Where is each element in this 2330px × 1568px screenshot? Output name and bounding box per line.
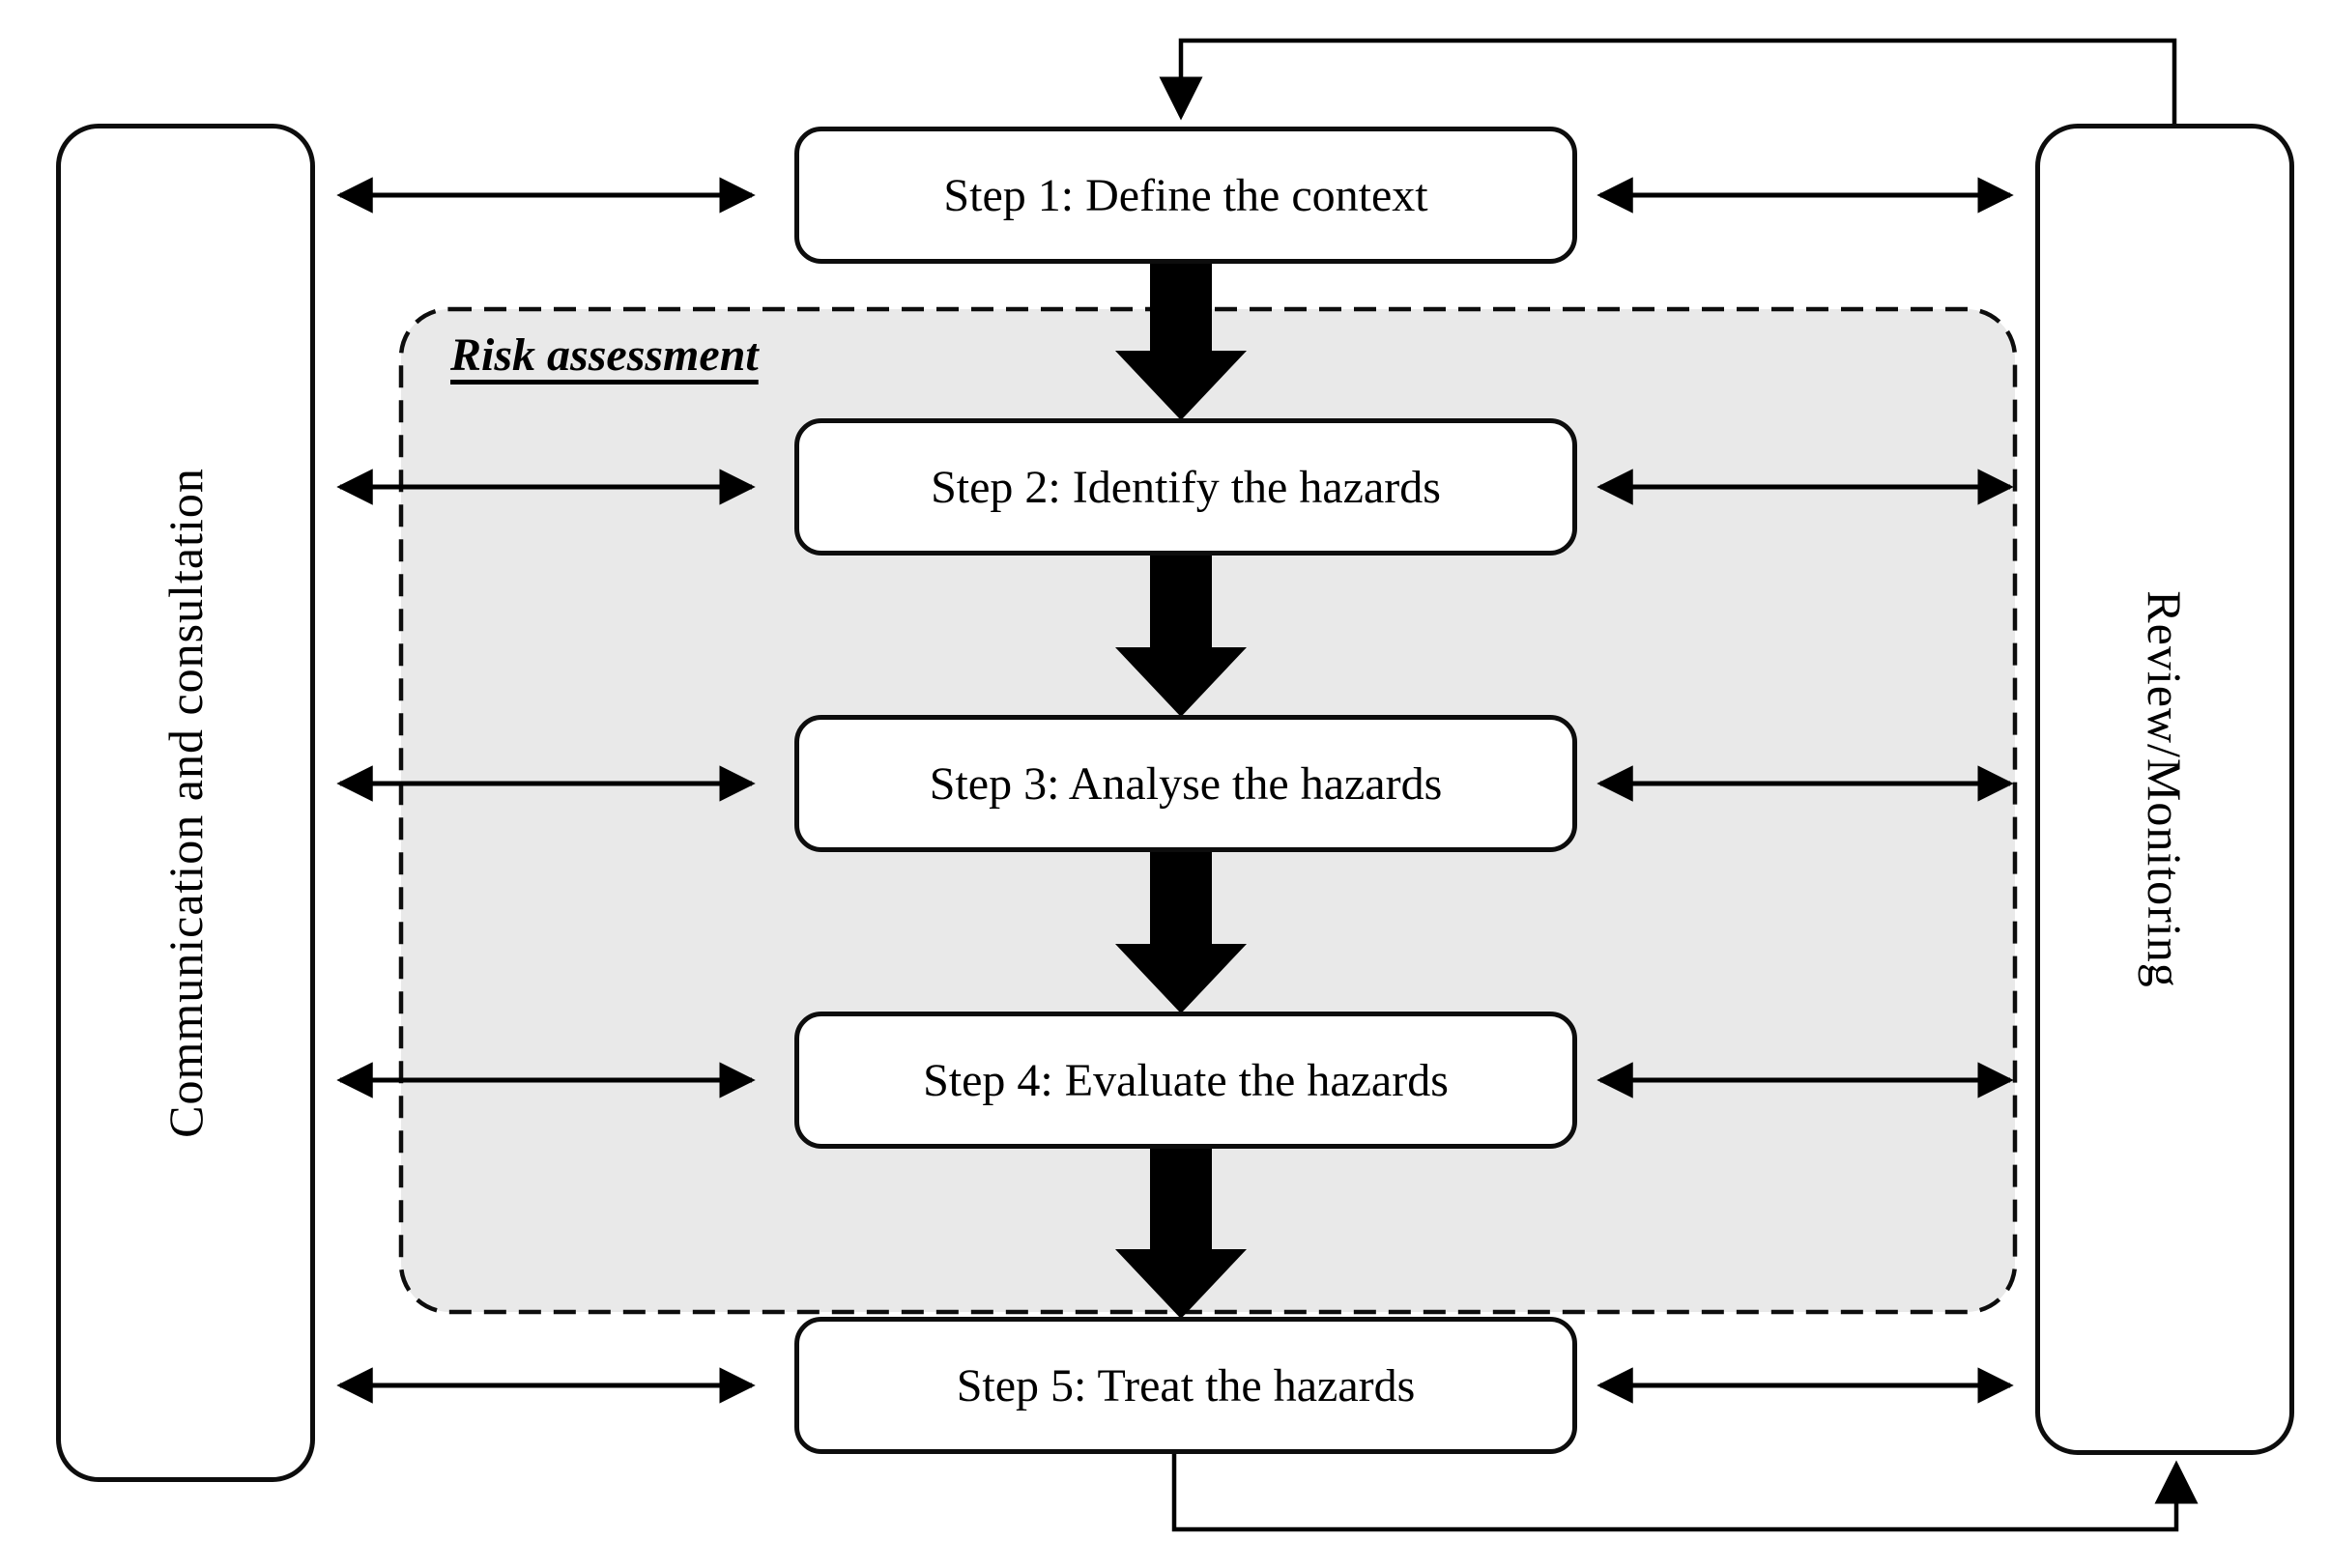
block-arrow-step2-to-step3 xyxy=(1115,554,1247,717)
communication-panel-label: Communication and consultation xyxy=(158,468,213,1138)
step-1-label: Step 1: Define the context xyxy=(943,169,1428,221)
review-monitoring-panel: Review/Monitoring xyxy=(2035,124,2294,1455)
step-2-box: Step 2: Identify the hazards xyxy=(794,418,1577,556)
block-arrow-step3-to-step4 xyxy=(1115,850,1247,1013)
feedback-arrow-step5-to-review xyxy=(1171,1452,2199,1532)
step-1-box: Step 1: Define the context xyxy=(794,127,1577,264)
step-4-box: Step 4: Evaluate the hazards xyxy=(794,1012,1577,1149)
step-5-box: Step 5: Treat the hazards xyxy=(794,1317,1577,1454)
step-5-label: Step 5: Treat the hazards xyxy=(956,1359,1416,1411)
communication-panel: Communication and consultation xyxy=(56,124,315,1482)
review-monitoring-panel-label: Review/Monitoring xyxy=(2138,590,2192,988)
block-arrow-step4-to-step5 xyxy=(1115,1147,1247,1319)
step-4-label: Step 4: Evaluate the hazards xyxy=(923,1054,1449,1106)
step-2-label: Step 2: Identify the hazards xyxy=(931,461,1441,513)
block-arrow-step1-to-step2 xyxy=(1115,262,1247,420)
feedback-arrow-review-to-step1 xyxy=(1159,38,2177,126)
step-3-label: Step 3: Analyse the hazards xyxy=(929,757,1443,810)
step-3-box: Step 3: Analyse the hazards xyxy=(794,715,1577,852)
risk-assessment-zone-label: Risk assessment xyxy=(450,329,759,381)
